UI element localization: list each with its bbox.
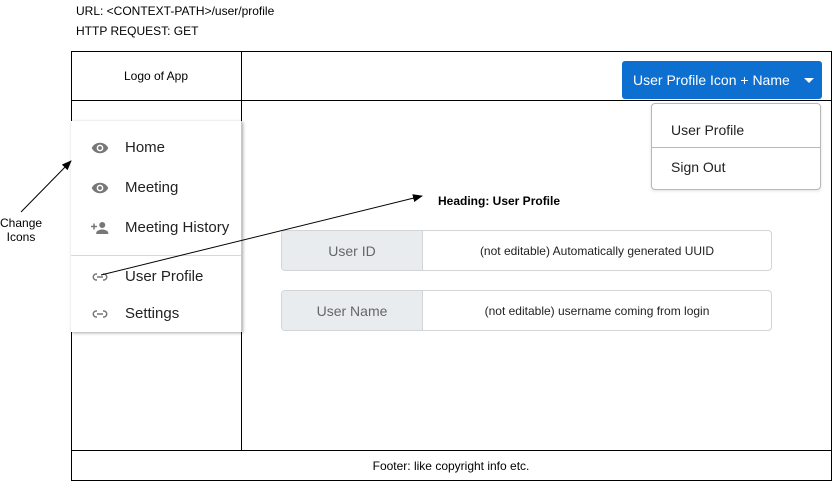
- person-add-icon: [91, 222, 109, 234]
- user-name-value: (not editable) username coming from logi…: [484, 303, 710, 318]
- profile-button-label: User Profile Icon + Name: [633, 72, 790, 88]
- profile-dropdown-menu: User Profile Sign Out: [651, 103, 821, 190]
- arrow-to-heading: [100, 194, 423, 276]
- footer-divider: [71, 450, 832, 451]
- eye-icon: [91, 182, 109, 194]
- dropdown-separator: [652, 147, 820, 148]
- annotation-line-2: Icons: [6, 230, 36, 244]
- sidebar-menu: Home Meeting Meeting History User Profil…: [71, 121, 242, 332]
- annotation-note: Change Icons: [0, 216, 42, 244]
- sidebar-item-label: Settings: [125, 305, 180, 322]
- arrow-to-icons: [20, 160, 72, 213]
- page-heading: Heading: User Profile: [438, 194, 561, 208]
- sidebar-item-label: User Profile: [125, 268, 204, 285]
- sidebar-separator: [71, 255, 241, 256]
- sidebar-item-label: Meeting: [125, 179, 179, 196]
- caret-down-icon: [804, 78, 814, 83]
- user-name-field: User Name (not editable) username coming…: [281, 290, 772, 331]
- http-request-label: HTTP REQUEST: GET: [76, 24, 199, 38]
- profile-dropdown-button[interactable]: User Profile Icon + Name: [622, 61, 822, 99]
- footer-text: Footer: like copyright info etc.: [372, 459, 530, 473]
- annotation-line-1: Change: [0, 216, 43, 230]
- user-name-label: User Name: [282, 291, 423, 330]
- sidebar-item-meeting[interactable]: Meeting: [71, 173, 241, 203]
- sidebar-item-label: Home: [125, 139, 166, 156]
- dropdown-item-sign-out[interactable]: Sign Out: [671, 159, 726, 175]
- user-id-value: (not editable) Automatically generated U…: [479, 243, 715, 258]
- app-logo[interactable]: Logo of App: [123, 69, 189, 83]
- frame-top-border: [71, 51, 832, 52]
- user-id-field: User ID (not editable) Automatically gen…: [281, 230, 772, 271]
- sidebar-item-home[interactable]: Home: [71, 133, 241, 163]
- sidebar-item-label: Meeting History: [125, 219, 230, 236]
- sidebar-item-settings[interactable]: Settings: [71, 299, 241, 329]
- sidebar-item-meeting-history[interactable]: Meeting History: [71, 213, 241, 243]
- eye-icon: [91, 142, 109, 154]
- user-id-label: User ID: [282, 231, 423, 270]
- header-divider: [71, 100, 832, 101]
- link-icon: [92, 310, 108, 318]
- url-label: URL: <CONTEXT-PATH>/user/profile: [76, 4, 275, 18]
- dropdown-item-user-profile[interactable]: User Profile: [671, 122, 745, 138]
